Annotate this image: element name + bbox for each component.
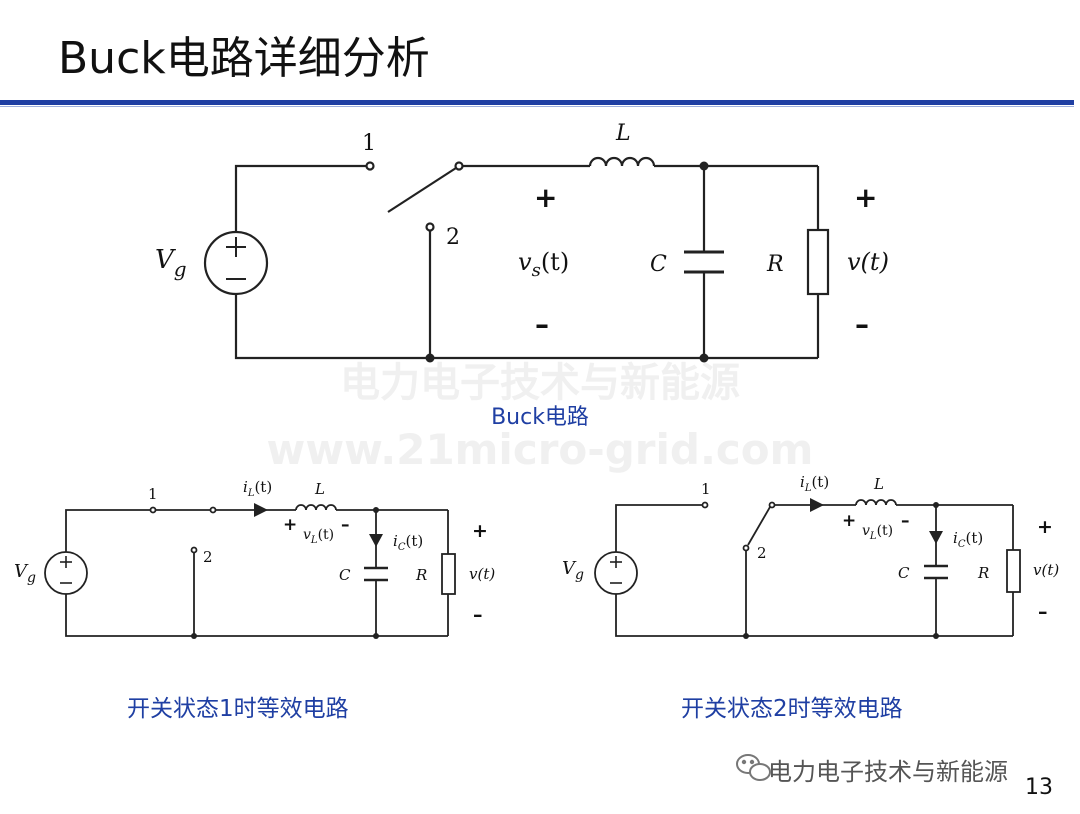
main-switch-blade [387, 167, 457, 213]
s2-vL-label: vL(t) [862, 523, 893, 542]
main-junction-cap-top [699, 161, 709, 171]
s2-iC-arrow [929, 531, 943, 544]
state2-circuit [594, 499, 1021, 637]
main-buck-circuit [203, 156, 830, 360]
s1-vout-label: v(t) [469, 565, 495, 583]
s2-pivot [768, 501, 776, 509]
page-number: 13 [1025, 775, 1053, 800]
main-switch-node-2 [425, 222, 435, 232]
s2-switch-blade [747, 506, 771, 546]
s2-capacitor-label: C [898, 564, 910, 582]
main-junctions [425, 161, 709, 363]
state1-circuit [44, 504, 456, 637]
s2-vL-minus: – [901, 511, 910, 531]
main-vs-minus: – [535, 308, 549, 341]
s1-markers [191, 503, 383, 639]
footer-brand-text: 电力电子技术与新能源 [768, 758, 1008, 786]
main-vout-label: v(t) [847, 248, 889, 276]
s2-wire-bottom [615, 594, 1013, 637]
main-junction-cap-bottom [699, 353, 709, 363]
s1-voltage-source [44, 551, 88, 595]
s1-capacitor-label: C [339, 566, 351, 584]
title-divider [0, 100, 1074, 105]
main-inductor-label: L [615, 121, 631, 146]
s2-inductor-label: L [873, 475, 884, 493]
s1-vL-plus: + [283, 515, 297, 535]
s1-pivot [209, 506, 217, 514]
s1-vout-minus: – [473, 604, 483, 626]
s1-node-2-label: 2 [203, 548, 213, 566]
slide-title: Buck电路详细分析 [58, 33, 430, 84]
s2-vout-plus: + [1037, 516, 1053, 538]
s1-iC-label: iC(t) [393, 532, 423, 553]
s2-iL-label: iL(t) [800, 473, 829, 494]
s2-node-2-label: 2 [757, 544, 767, 562]
watermark-line-2: www.21micro-grid.com [266, 425, 814, 474]
s2-markers [743, 498, 943, 639]
s1-vL-label: vL(t) [303, 527, 334, 546]
main-circuit-caption: Buck电路 [491, 405, 589, 430]
main-capacitor-label: C [650, 252, 667, 277]
s1-node-2 [190, 546, 198, 554]
main-node-1-label: 1 [362, 131, 376, 156]
main-resistor [806, 228, 830, 296]
main-vs-plus: + [534, 181, 557, 214]
s2-resistor-label: R [977, 564, 989, 582]
main-resistor-label: R [766, 252, 784, 277]
s2-node-1 [701, 501, 709, 509]
s2-source-label: Vg [562, 558, 584, 583]
s1-node-1-label: 1 [148, 485, 158, 503]
s1-wire-top-left [65, 509, 150, 552]
s1-inductor-label: L [314, 480, 325, 498]
s1-vL-minus: – [341, 515, 350, 535]
main-vout-plus: + [854, 181, 877, 214]
s2-vL-plus: + [842, 511, 856, 531]
main-node-2-label: 2 [446, 225, 460, 250]
main-switch-node-1 [365, 161, 375, 171]
main-source-label: Vg [155, 245, 187, 281]
s1-iL-label: iL(t) [243, 478, 272, 499]
s1-source-label: Vg [14, 561, 36, 586]
main-source-signs [226, 237, 246, 280]
s1-iC-arrow [369, 534, 383, 547]
watermark-line-1: 电力电子技术与新能源 [340, 360, 740, 406]
s1-resistor [441, 553, 456, 595]
main-junction-node2 [425, 353, 435, 363]
wechat-icon [736, 754, 771, 781]
s1-iL-arrow [254, 503, 268, 517]
s2-inductor [855, 499, 897, 506]
s2-voltage-source [594, 551, 638, 595]
main-wire-bottom [234, 294, 818, 360]
s2-vout-label: v(t) [1033, 561, 1059, 579]
s1-node-1 [149, 506, 157, 514]
main-switch-pivot [454, 161, 464, 171]
s1-resistor-label: R [415, 566, 427, 584]
main-vs-label: vs(t) [518, 248, 569, 281]
s2-resistor [1006, 549, 1021, 593]
s1-vout-plus: + [472, 520, 488, 542]
main-wire-top-left [234, 164, 366, 232]
main-inductor [588, 156, 656, 167]
main-voltage-source [203, 230, 269, 296]
s2-vout-minus: – [1038, 601, 1048, 623]
state1-caption: 开关状态1时等效电路 [127, 696, 349, 722]
title-divider-thin [0, 106, 1074, 107]
s1-wire-bottom [65, 594, 448, 637]
s2-node-1-label: 1 [701, 480, 711, 498]
s2-iC-label: iC(t) [953, 529, 983, 550]
footer-brand: 电力电子技术与新能源 [730, 752, 1008, 787]
s1-inductor [295, 504, 337, 511]
main-vout-minus: – [855, 308, 869, 341]
s2-node-2 [742, 544, 750, 552]
s2-wire-top-left [615, 504, 702, 552]
s2-iL-arrow [810, 498, 824, 512]
state2-caption: 开关状态2时等效电路 [681, 696, 903, 722]
